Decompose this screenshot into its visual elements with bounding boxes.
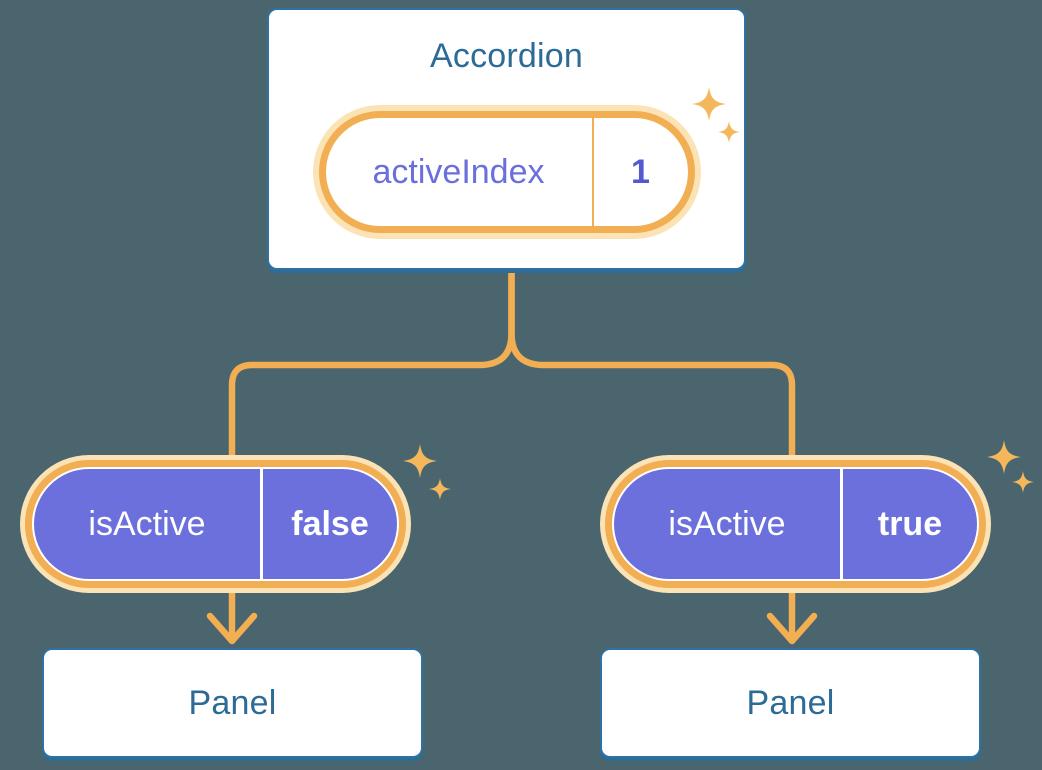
prop-label-right: isActive [668, 504, 786, 543]
state-pill-ring: activeIndex 1 [318, 111, 695, 233]
state-pill: activeIndex 1 [312, 105, 701, 239]
prop-pill-left: isActive false [20, 455, 411, 593]
prop-pill-left-core: isActive false [34, 469, 397, 579]
prop-pill-right-ring: isActive true [605, 460, 986, 588]
accordion-node: Accordion activeIndex 1 [267, 8, 746, 270]
prop-pill-right-core: isActive true [614, 469, 977, 579]
panel-title-right: Panel [746, 684, 835, 722]
connector-branch-right [508, 270, 796, 639]
prop-pill-left-divider [260, 469, 263, 579]
prop-value-left: false [291, 504, 369, 543]
panel-title-left: Panel [188, 684, 277, 722]
panel-node-right: Panel [600, 648, 981, 758]
prop-pill-left-ring: isActive false [25, 460, 406, 588]
panel-node-left: Panel [42, 648, 423, 758]
state-value: 1 [631, 152, 650, 191]
accordion-title: Accordion [430, 37, 583, 75]
state-label: activeIndex [372, 152, 545, 191]
arrowhead-right [766, 612, 818, 645]
prop-value-right: true [877, 504, 943, 543]
state-pill-divider [591, 118, 594, 226]
prop-pill-right-divider [840, 469, 843, 579]
prop-pill-right: isActive true [600, 455, 991, 593]
arrowhead-left [206, 612, 258, 645]
prop-label-left: isActive [88, 504, 206, 543]
